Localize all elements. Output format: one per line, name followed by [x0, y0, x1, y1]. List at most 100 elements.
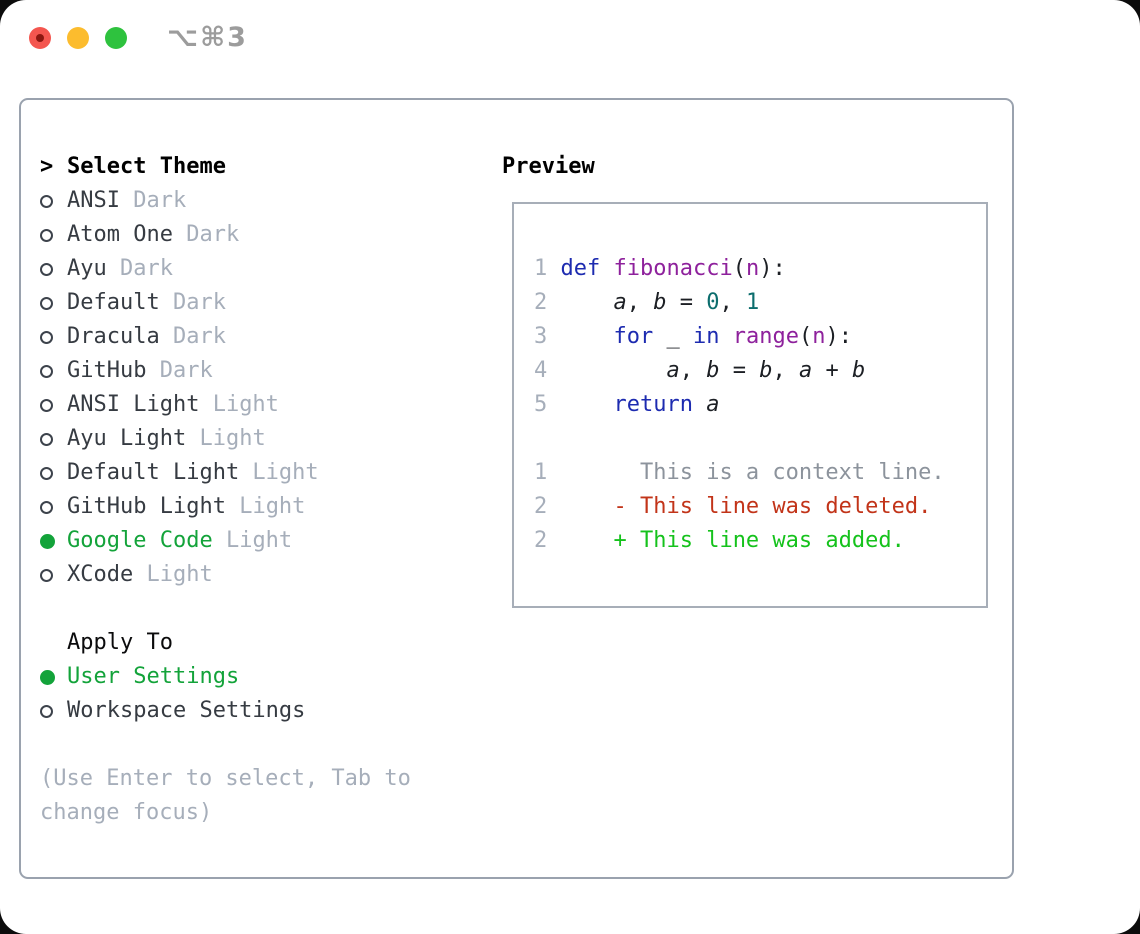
blank: [534, 426, 547, 451]
theme-label: Google Code Light: [67, 524, 292, 558]
theme-option-ayu-light[interactable]: Ayu Light Light: [40, 422, 480, 456]
code-token: This is a context line.: [639, 460, 945, 485]
theme-label: GitHub Light Light: [67, 490, 305, 524]
code-token: - This line was deleted.: [613, 494, 932, 519]
blank-line: [534, 422, 986, 456]
theme-name: Ayu: [67, 256, 107, 281]
theme-label: ANSI Light Light: [67, 388, 279, 422]
apply-option-label: User Settings: [67, 664, 240, 689]
theme-variant: Light: [212, 528, 293, 553]
theme-label: GitHub Dark: [67, 354, 213, 388]
theme-variant: Dark: [119, 188, 187, 213]
theme-option-ansi[interactable]: ANSI Dark: [40, 184, 480, 218]
minimize-button[interactable]: [67, 26, 89, 49]
code-line-5: 5 return a: [534, 388, 986, 422]
cursor-cell: >: [40, 150, 67, 184]
apply-option-workspace-settings[interactable]: Workspace Settings: [40, 694, 480, 728]
diff-deleted-line: 2 - This line was deleted.: [534, 490, 986, 524]
theme-option-atom-one[interactable]: Atom One Dark: [40, 218, 480, 252]
theme-option-google-code[interactable]: Google Code Light: [40, 524, 480, 558]
code-token: ,: [626, 290, 654, 315]
code-token: b: [759, 358, 773, 383]
code-token: [561, 290, 614, 315]
theme-name: Google Code: [67, 528, 213, 553]
radio-cell: [40, 669, 67, 685]
code-token: n: [812, 324, 826, 349]
radio-icon: [40, 568, 53, 582]
theme-option-default[interactable]: Default Dark: [40, 286, 480, 320]
code-token: a: [613, 290, 627, 315]
theme-variant: Dark: [159, 324, 226, 349]
code-token: 1: [745, 290, 760, 315]
radio-icon: [40, 296, 53, 310]
theme-option-ayu[interactable]: Ayu Dark: [40, 252, 480, 286]
theme-name: XCode: [67, 562, 134, 587]
code-token: [600, 256, 613, 281]
radio-selected-icon: [40, 669, 55, 685]
radio-icon: [40, 228, 53, 242]
code-line-4: 4 a, b = b, a + b: [534, 354, 986, 388]
code-token: =: [666, 290, 707, 315]
theme-variant: Dark: [146, 358, 213, 383]
code-line-2: 2 a, b = 0, 1: [534, 286, 986, 320]
code-token: 2: [534, 528, 548, 553]
theme-option-dracula[interactable]: Dracula Dark: [40, 320, 480, 354]
select-theme-title: Select Theme: [67, 154, 226, 179]
code-token: 5: [534, 392, 561, 417]
theme-name: Ayu Light: [67, 426, 187, 451]
code-token: for: [613, 324, 654, 349]
theme-name: ANSI Light: [67, 392, 200, 417]
diff-context-line: 1 This is a context line.: [534, 456, 986, 490]
code-token: 0: [706, 290, 720, 315]
theme-option-ansi-light[interactable]: ANSI Light Light: [40, 388, 480, 422]
code-token: +: [812, 358, 852, 383]
radio-selected-icon: [40, 533, 55, 549]
code-token: [547, 494, 613, 519]
code-token: fibonacci: [613, 256, 733, 281]
theme-option-xcode[interactable]: XCode Light: [40, 558, 480, 592]
radio-cell: [40, 533, 67, 549]
keyboard-hint: (Use Enter to select, Tab to change focu…: [40, 766, 411, 825]
code-token: [561, 324, 614, 349]
radio-icon: [40, 432, 53, 446]
preview-title: Preview: [502, 154, 595, 179]
theme-option-github-light[interactable]: GitHub Light Light: [40, 490, 480, 524]
radio-cell: [40, 364, 67, 378]
close-button[interactable]: [29, 26, 51, 49]
theme-option-github[interactable]: GitHub Dark: [40, 354, 480, 388]
radio-cell: [40, 194, 67, 208]
theme-name: GitHub Light: [67, 494, 226, 519]
zoom-button[interactable]: [105, 26, 127, 49]
theme-label: Atom One Dark: [67, 218, 239, 252]
code-token: ,: [772, 358, 799, 383]
code-token: a: [666, 358, 680, 383]
radio-icon: [40, 330, 53, 344]
radio-cell: [40, 704, 67, 718]
code-token: 2: [534, 290, 561, 315]
code-token: n: [745, 256, 760, 281]
code-line-1: 1 def fibonacci(n):: [534, 252, 986, 286]
radio-icon: [40, 466, 53, 480]
radio-cell: [40, 262, 67, 276]
radio-icon: [40, 704, 53, 718]
radio-icon: [40, 194, 53, 208]
code-token: range: [732, 324, 799, 349]
theme-label: ANSI Dark: [67, 184, 186, 218]
theme-name: ANSI: [67, 188, 120, 213]
theme-variant: Light: [133, 562, 213, 587]
code-token: 1: [534, 256, 561, 281]
theme-option-default-light[interactable]: Default Light Light: [40, 456, 480, 490]
code-token: [547, 528, 613, 553]
theme-label: Dracula Dark: [67, 320, 226, 354]
apply-option-user-settings[interactable]: User Settings: [40, 660, 480, 694]
theme-name: GitHub: [67, 358, 147, 383]
code-token: b: [706, 358, 720, 383]
theme-variant: Light: [239, 460, 319, 485]
code-token: b: [851, 358, 866, 383]
code-token: a: [706, 392, 720, 417]
cursor-icon: >: [40, 154, 54, 179]
theme-label: Ayu Dark: [67, 252, 173, 286]
